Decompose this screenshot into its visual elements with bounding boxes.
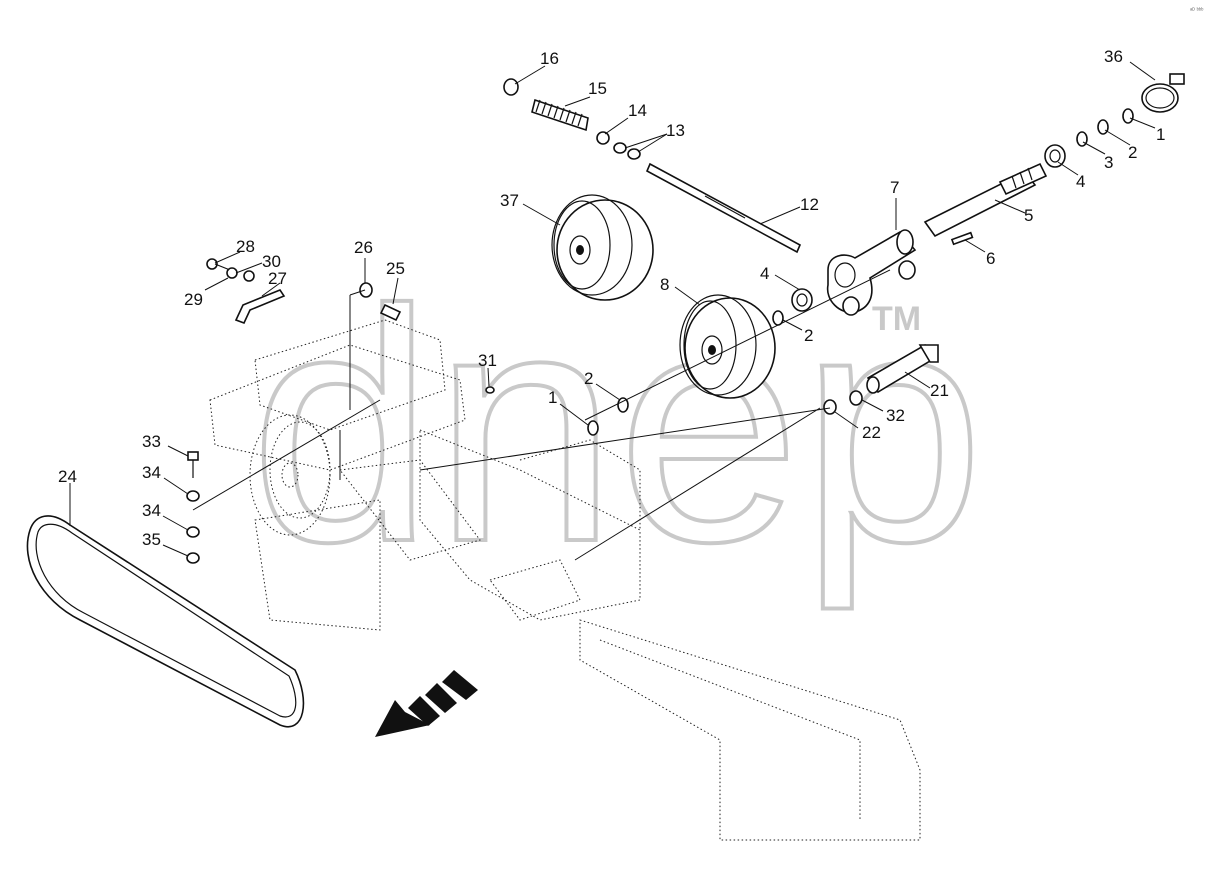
bearing-housing-7 — [826, 229, 917, 316]
callout-21: 21 — [930, 381, 949, 400]
pivot-pin-21 — [823, 343, 939, 415]
callout-13: 13 — [666, 121, 685, 140]
callout-8: 8 — [660, 275, 669, 294]
callout-31: 31 — [478, 351, 497, 370]
callout-24: 24 — [58, 467, 77, 486]
callout-4-top: 4 — [1076, 172, 1085, 191]
callout-34-lower: 34 — [142, 501, 161, 520]
callout-33: 33 — [142, 432, 161, 451]
direction-arrow — [375, 670, 478, 737]
callout-30: 30 — [262, 252, 281, 271]
callout-29: 29 — [184, 290, 203, 309]
callout-labels: 16 15 14 13 12 36 1 2 3 4 5 7 6 37 4 8 2… — [58, 47, 1165, 549]
callout-2-low: 2 — [584, 369, 593, 388]
callout-34-upper: 34 — [142, 463, 161, 482]
callout-15: 15 — [588, 79, 607, 98]
v-belt — [26, 515, 305, 728]
engine-pulley — [249, 414, 331, 536]
callout-7: 7 — [890, 178, 899, 197]
callout-32: 32 — [886, 406, 905, 425]
callout-4-mid: 4 — [760, 264, 769, 283]
callout-27: 27 — [268, 269, 287, 288]
callout-1-low: 1 — [548, 388, 557, 407]
callout-12: 12 — [800, 195, 819, 214]
callout-2-top: 2 — [1128, 143, 1137, 162]
bolt-stack — [186, 451, 200, 564]
idler-pulley-37 — [551, 194, 654, 301]
machine-frame — [209, 319, 921, 841]
washers-shaft-end — [1044, 108, 1134, 168]
callout-16: 16 — [540, 49, 559, 68]
callout-6: 6 — [986, 249, 995, 268]
corner-mark: ᵃᴰ ᵇᵇᵇ — [1190, 7, 1204, 14]
callout-5: 5 — [1024, 206, 1033, 225]
callout-2-mid: 2 — [804, 326, 813, 345]
assembly-lines — [192, 269, 891, 561]
callout-25: 25 — [386, 259, 405, 278]
leader-lines — [69, 61, 1156, 557]
callout-22: 22 — [862, 423, 881, 442]
callout-35: 35 — [142, 530, 161, 549]
callout-14: 14 — [628, 101, 647, 120]
belt-guide-bracket-27 — [206, 258, 495, 394]
callout-26: 26 — [354, 238, 373, 257]
callout-28: 28 — [236, 237, 255, 256]
bearings-pulley-8 — [587, 288, 813, 436]
callout-37: 37 — [500, 191, 519, 210]
tension-rod-assembly — [503, 78, 802, 254]
callout-36: 36 — [1104, 47, 1123, 66]
hose-clamp-36 — [1141, 73, 1185, 113]
callout-3: 3 — [1104, 153, 1113, 172]
idler-pulley-8 — [679, 294, 776, 399]
callout-1-top: 1 — [1156, 125, 1165, 144]
drive-shaft-5 — [923, 162, 1048, 246]
watermark-trademark: TM — [872, 300, 921, 338]
